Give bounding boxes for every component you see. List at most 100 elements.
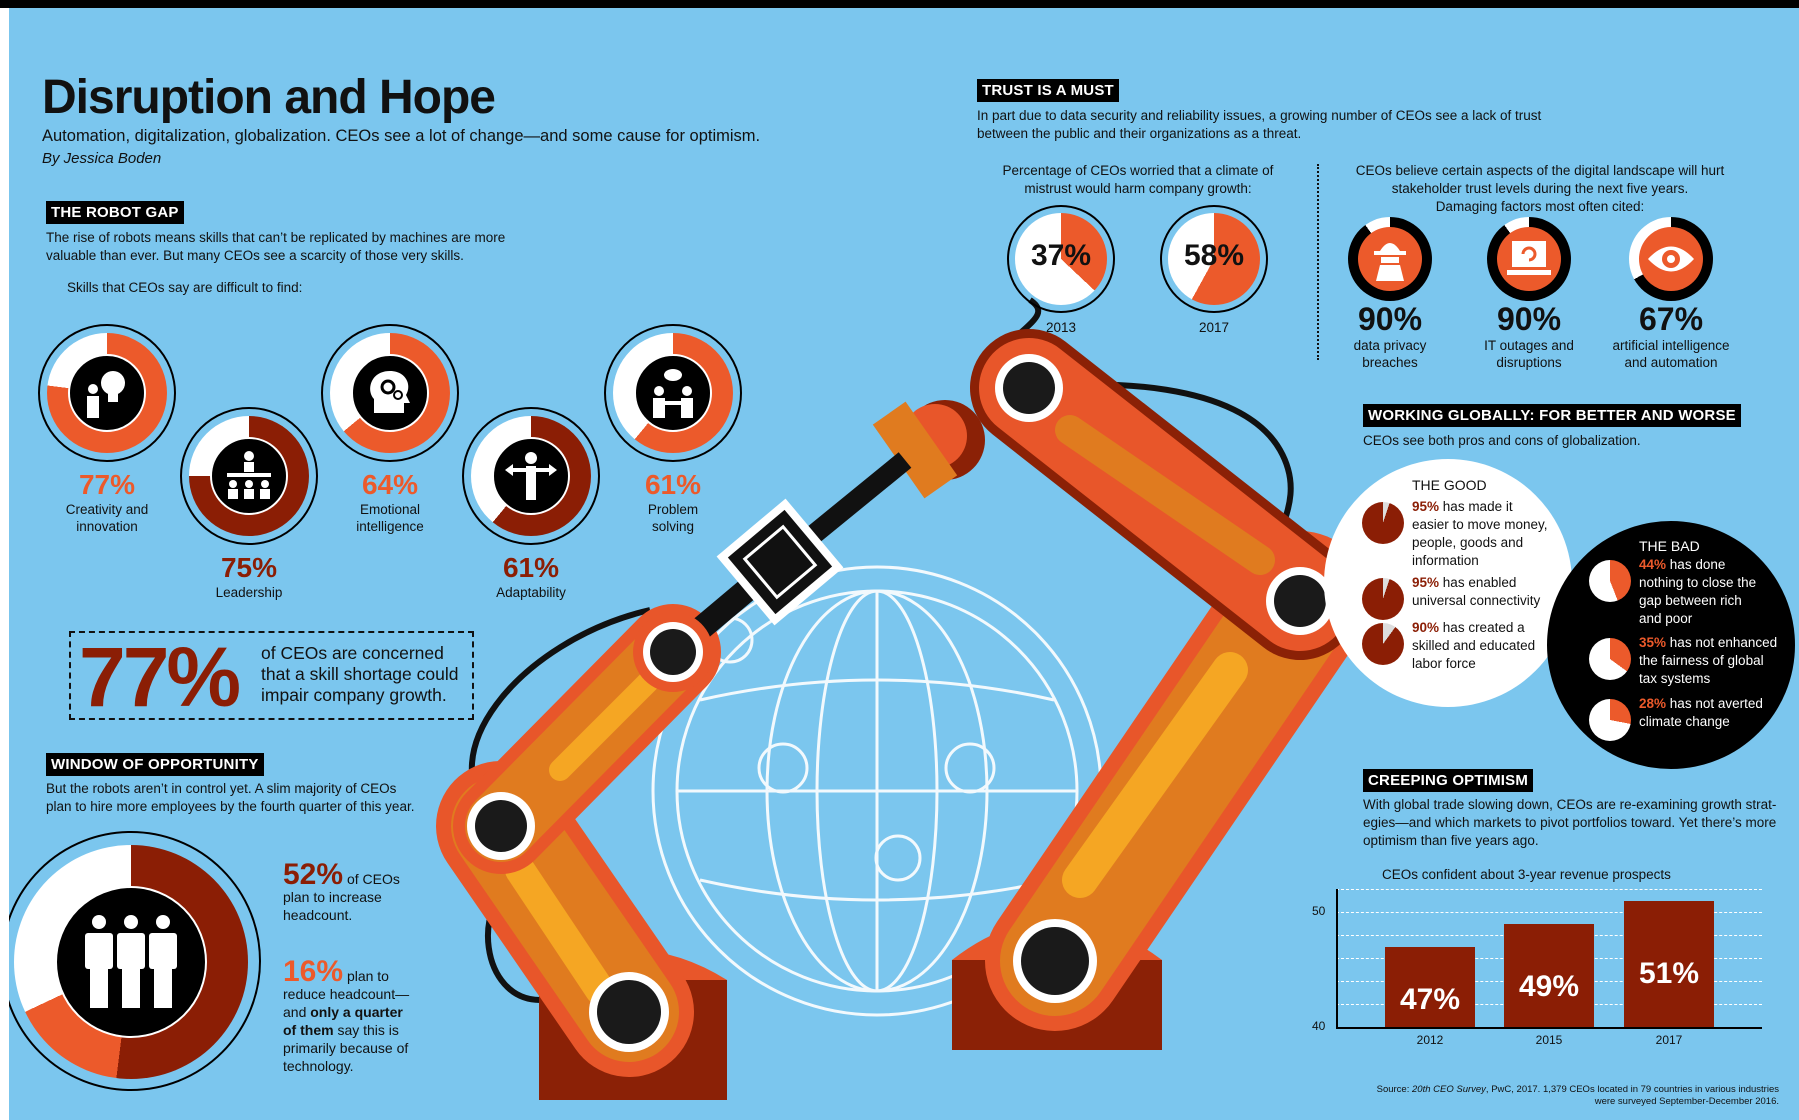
text-line: valuable than ever. But many CEOs see a … xyxy=(46,248,464,263)
global-text: CEOs see both pros and cons of globaliza… xyxy=(1363,433,1641,448)
robot-arm-right xyxy=(716,329,1370,1050)
chart-title: CEOs confident about 3-year revenue pros… xyxy=(1382,867,1671,882)
text: of them xyxy=(283,1022,334,1038)
text: plan to xyxy=(346,968,389,984)
text-line: has not enhanced xyxy=(1669,635,1778,650)
text: only a quarter xyxy=(310,1004,403,1020)
text-line: has not averted xyxy=(1669,696,1763,711)
text: , PwC, 2017. 1,379 CEOs located in 79 co… xyxy=(1485,1084,1779,1095)
text-line: stakeholder trust levels during the next… xyxy=(1391,181,1689,196)
text: 20th CEO Survey xyxy=(1412,1084,1486,1095)
text-line: In part due to data security and reliabi… xyxy=(977,108,1542,123)
bar-value-label: 51% xyxy=(1638,957,1700,991)
mini-pie xyxy=(1589,699,1631,741)
head-gears-icon xyxy=(351,354,429,432)
section-tag-global: WORKING GLOBALLY: FOR BETTER AND WORSE xyxy=(1363,404,1741,427)
skill-ring xyxy=(321,324,459,462)
x-tick-label: 2015 xyxy=(1535,1033,1563,1047)
factor-percent: 90% xyxy=(1496,301,1562,337)
text-line: solving xyxy=(651,519,695,534)
section-tag-robot-gap: THE ROBOT GAP xyxy=(46,201,184,224)
text-line: the fairness of global xyxy=(1639,653,1764,668)
skill-label: Adaptability xyxy=(451,584,611,601)
divider xyxy=(1317,164,1319,360)
bar-2015: 49% xyxy=(1504,923,1594,1027)
skill-label: Problem solving xyxy=(593,501,753,535)
text-line: With global trade slowing down, CEOs are… xyxy=(1363,797,1777,812)
optimism-text: With global trade slowing down, CEOs are… xyxy=(1363,796,1776,850)
window-text: But the robots aren’t in control yet. A … xyxy=(46,780,414,816)
text-line: nothing to close the xyxy=(1639,575,1757,590)
content-layer: Disruption and Hope Automation, digitali… xyxy=(9,8,1799,1120)
factor-percent: 90% xyxy=(1357,301,1423,337)
byline: By Jessica Boden xyxy=(42,150,162,167)
gridline xyxy=(1336,889,1762,890)
text-line: that a skill shortage could xyxy=(261,664,459,684)
skill-percent: 77% xyxy=(78,469,136,500)
eye-icon xyxy=(1639,227,1703,291)
skill-percent: 64% xyxy=(361,469,419,500)
stat-percent: 28% xyxy=(1639,696,1667,711)
mini-pie xyxy=(1362,623,1404,665)
text-line: egies—and which markets to pivot portfol… xyxy=(1363,815,1777,830)
text-line: Damaging factors most often cited: xyxy=(1435,199,1645,214)
text-line: Problem xyxy=(647,502,699,517)
robot-arm-globe-illustration xyxy=(436,297,1370,1100)
skill-percent: 61% xyxy=(502,552,560,583)
people-speech-icon xyxy=(634,354,712,432)
person-arrows-icon xyxy=(492,437,570,515)
text: Source: xyxy=(1376,1084,1412,1095)
trust-pie xyxy=(1015,213,1107,305)
text-line: people, goods and xyxy=(1412,535,1524,550)
trust-year: 2013 xyxy=(1045,320,1077,335)
infographic: Disruption and Hope Automation, digitali… xyxy=(9,8,1799,1120)
stat-percent: 95% xyxy=(1412,499,1440,514)
text: and xyxy=(283,1004,311,1020)
section-tag-optimism: CREEPING OPTIMISM xyxy=(1363,769,1534,792)
text-line: Percentage of CEOs worried that a climat… xyxy=(1002,163,1274,178)
y-tick-label: 40 xyxy=(1312,1019,1326,1033)
trust-pie-ring xyxy=(1160,205,1268,313)
trust-year: 2017 xyxy=(1198,320,1230,335)
stat-percent: 95% xyxy=(1412,575,1440,590)
gridline xyxy=(1336,912,1762,913)
bar-value-label: 49% xyxy=(1518,970,1580,1004)
text-line: labor force xyxy=(1412,656,1476,671)
text-line: has done xyxy=(1669,557,1726,572)
text-line: Emotional xyxy=(359,502,421,517)
people-icon xyxy=(55,886,207,1038)
x-tick-label: 2012 xyxy=(1416,1033,1444,1047)
skill-ring xyxy=(462,407,600,545)
bar-2017: 51% xyxy=(1624,900,1714,1027)
text-line: and poor xyxy=(1639,611,1693,626)
text-line: skilled and educated xyxy=(1412,638,1536,653)
skill-percent: 61% xyxy=(644,469,702,500)
skill-label: Leadership xyxy=(169,584,329,601)
bad-circle xyxy=(1547,521,1795,769)
text-line: of them say this is xyxy=(283,1021,409,1039)
top-bar xyxy=(0,0,1799,8)
robot-chip xyxy=(716,498,844,626)
factor-percent: 67% xyxy=(1638,301,1704,337)
text-line: But the robots aren’t in control yet. A … xyxy=(46,781,397,796)
increase-percent: 52% xyxy=(283,858,344,891)
source-note: Source: 20th CEO Survey, PwC, 2017. 1,37… xyxy=(1377,1084,1779,1108)
text-line: of CEOs are concerned xyxy=(261,643,444,663)
text-line: CEOs believe certain aspects of the digi… xyxy=(1355,163,1725,178)
text-line: breaches xyxy=(1362,355,1418,370)
laptop-refresh-icon xyxy=(1497,227,1561,291)
good-circle xyxy=(1324,459,1572,707)
text-line: has created a xyxy=(1442,620,1525,635)
text-line: information xyxy=(1412,553,1479,568)
text-line: between the public and their organizatio… xyxy=(977,126,1302,141)
text-line: easier to move money, xyxy=(1412,517,1548,532)
y-tick-label: 50 xyxy=(1312,904,1326,918)
skill-percent: 75% xyxy=(220,552,278,583)
